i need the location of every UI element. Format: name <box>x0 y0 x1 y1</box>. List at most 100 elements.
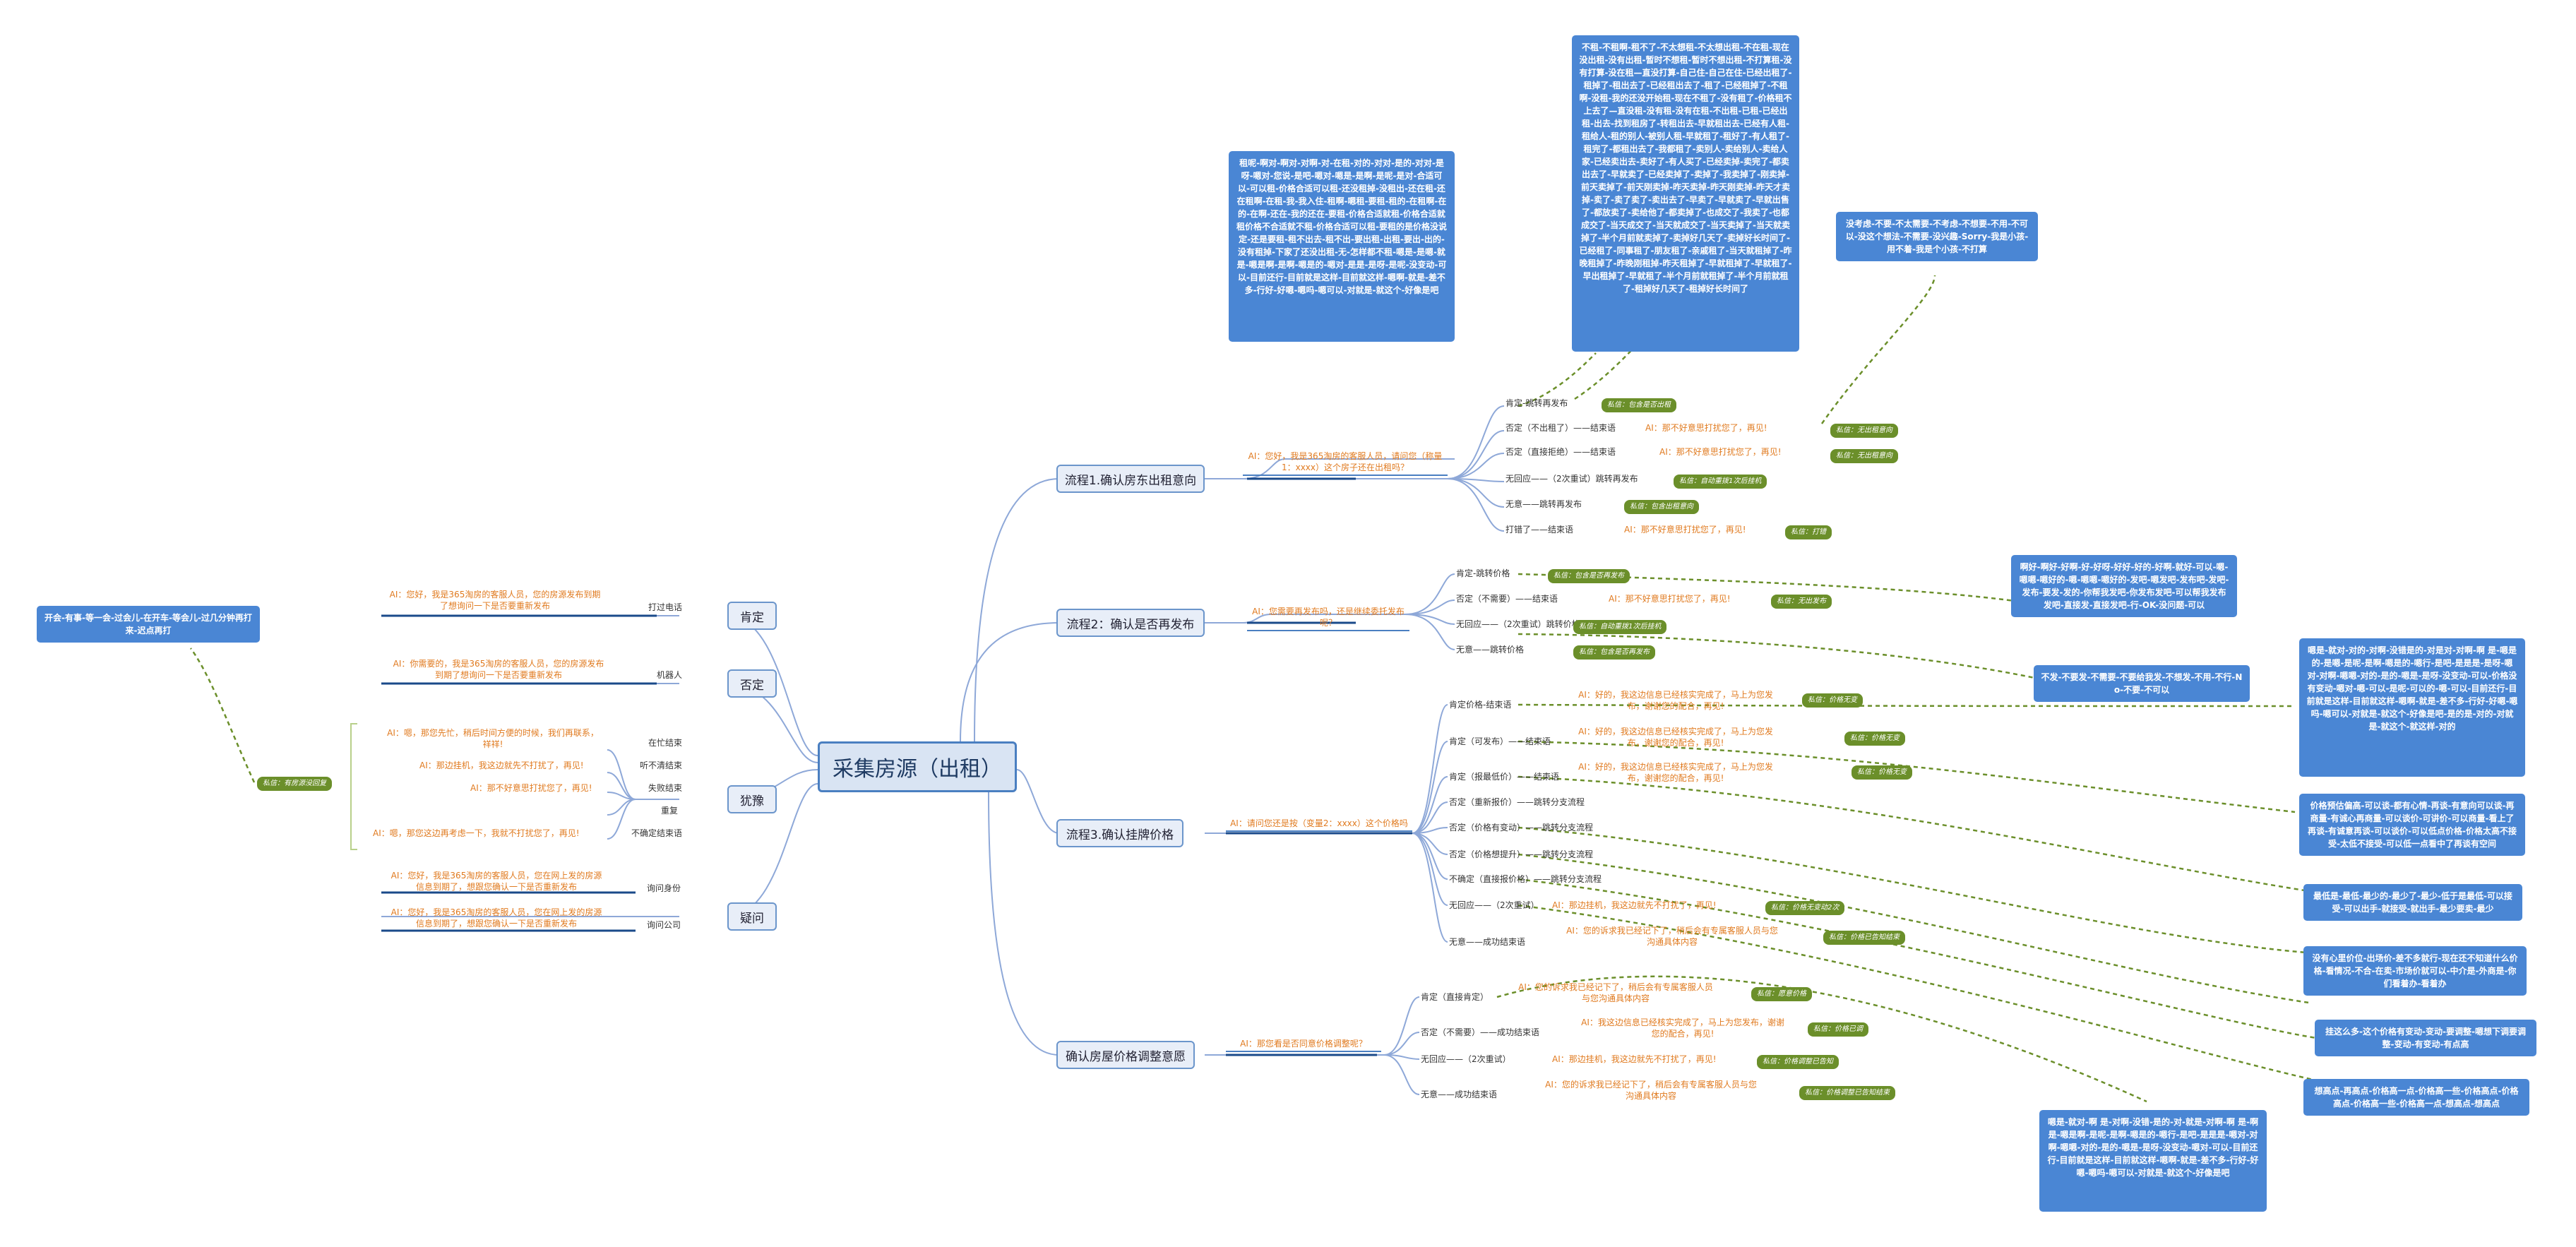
p2-tag: 私信：包含是否再发布 <box>1573 645 1655 660</box>
branch-process-3[interactable]: 流程3.确认挂牌价格 <box>1056 819 1183 847</box>
hesitate-item[interactable]: 在忙结束 <box>648 738 683 748</box>
p3-item[interactable]: 否定（价格想提升）——跳转分支流程 <box>1449 849 1594 859</box>
keywords-price-negotiable: 价格预估偏高-可以谈-都有心情-再谈-有意向可以谈-再商量-有诚心再商量-可以谈… <box>2299 794 2525 856</box>
p3-ai-reply: AI：好的，我这边信息已经核实完成了，马上为您发布，谢谢您的配合，再见! <box>1578 727 1773 748</box>
p3-tag: 私信：价格无变 <box>1802 693 1863 708</box>
branch-process-2[interactable]: 流程2：确认是否再发布 <box>1056 609 1205 637</box>
hesitate-ai: AI：那不好意思打扰您了，再见! <box>470 783 592 793</box>
question-item[interactable]: 询问身份 <box>647 883 681 893</box>
p3-ai-reply: AI：好的，我这边信息已经核实完成了，马上为您发布，谢谢您的配合，再见! <box>1578 690 1773 711</box>
hesitate-item[interactable]: 听不清结束 <box>640 760 683 770</box>
keywords-accept-adjust: 嗯是-就对-啊 是-对啊-没错-是的-对-就是-对啊-啊 是-啊 是-嗯是啊-是… <box>2039 1110 2267 1212</box>
p1-item[interactable]: 肯定-跳转再发布 <box>1505 398 1568 408</box>
keywords-rent-yes: 租呢-啊对-啊对-对啊-对-在租-对的-对对-是的-对对-是呀-嗯对-您说-是吧… <box>1229 151 1455 342</box>
p3-tag: 私信：价格已告知结束 <box>1823 931 1905 945</box>
p3-ai-reply: AI：那边挂机，我这边就先不打扰了，再见! <box>1552 900 1717 910</box>
p4-item[interactable]: 无意——成功结束语 <box>1421 1090 1498 1099</box>
hesitate-item[interactable]: 重复 <box>661 806 679 816</box>
branch-process-1[interactable]: 流程1.确认房东出租意向 <box>1056 465 1205 493</box>
p3-item[interactable]: 肯定（可发布）——结束语 <box>1449 736 1551 746</box>
p3-tag: 私信：价格无变动2次 <box>1765 901 1845 915</box>
p4-item[interactable]: 肯定（直接肯定） <box>1421 992 1489 1002</box>
hesitate-ai: AI：嗯，那您这边再考虑一下，我就不打扰您了，再见! <box>373 828 580 838</box>
keywords-rent-no: 不租-不租啊-租不了-不太想租-不太想出租-不在租-现在没出租-没有出租-暂时不… <box>1572 35 1799 352</box>
p2-tag: 私信：包含是否再发布 <box>1548 569 1630 583</box>
keywords-no-price: 没有心里价位-出场价-差不多就行-现在还不知道什么价格-看情况-不合-在卖-市场… <box>2303 946 2527 996</box>
affirm-ai: AI：您好，我是365淘房的客服人员，您的房源发布到期了想询问一下是否要重新发布 <box>389 590 601 611</box>
busy-keywords-bubble: 开会-有事-等一会-过会儿-在开车-等会儿-过几分钟再打来-迟点再打 <box>37 606 260 643</box>
p2-item[interactable]: 无意——跳转价格 <box>1456 645 1525 655</box>
question-item[interactable]: 询问公司 <box>647 920 681 930</box>
p1-ai-reply: AI：那不好意思打扰您了，再见! <box>1645 423 1767 433</box>
p1-item[interactable]: 打错了——结束语 <box>1505 525 1574 535</box>
affirm-label[interactable]: 打过电话 <box>648 602 683 612</box>
p3-ai-reply: AI：您的诉求我已经记下了，稍后会有专属客服人员与您沟通具体内容 <box>1566 926 1778 947</box>
p4-tag: 私信：价格调整已告知结束 <box>1799 1086 1895 1100</box>
p2-tag: 私信：无出发布 <box>1771 595 1832 609</box>
p4-ai-reply: AI：我这边信息已经核实完成了，马上为您发布，谢谢您的配合，再见! <box>1581 1018 1784 1039</box>
p1-ai-reply: AI：那不好意思打扰您了，再见! <box>1659 447 1782 457</box>
p3-item[interactable]: 否定（价格有变动）——跳转分支流程 <box>1449 823 1594 833</box>
keywords-lowest-price: 最低是-最低-最少的-最少了-最少-低于是最低-可以接受-可以出手-就接受-就出… <box>2303 884 2522 921</box>
p4-ai-reply: AI：您的诉求我已经记下了，稍后会有专属客服人员与您沟通具体内容 <box>1545 1080 1757 1101</box>
p3-item[interactable]: 无意——成功结束语 <box>1449 937 1526 947</box>
p1-tag: 私信：包含是否出租 <box>1602 398 1676 412</box>
p4-tag: 私信：价格调整已告知 <box>1757 1055 1839 1069</box>
branch-hesitate[interactable]: 犹豫 <box>727 785 777 813</box>
p1-item[interactable]: 无回应——（2次重试）跳转再发布 <box>1505 474 1638 484</box>
p4-item[interactable]: 无回应——（2次重试） <box>1421 1054 1511 1064</box>
p1-item[interactable]: 否定（直接拒绝）——结束语 <box>1505 447 1616 457</box>
p1-tag: 私信：无出租意向 <box>1830 424 1898 438</box>
p1-ai-prompt: AI：您好，我是365淘房的客服人员，请问您（称量1：xxxx）这个房子还在出租… <box>1243 451 1448 476</box>
p2-item[interactable]: 无回应——（2次重试）跳转价格 <box>1456 619 1580 629</box>
root-topic[interactable]: 采集房源（出租） <box>818 741 1017 792</box>
p2-item[interactable]: 肯定-跳转价格 <box>1456 568 1510 578</box>
p3-ai-reply: AI：好的，我这边信息已经核实完成了，马上为您发布，谢谢您的配合，再见! <box>1578 762 1773 783</box>
keywords-price-changed: 挂这么多-这个价格有变动-变动-要调整-嗯想下调要调整-变动-有变动-有点高 <box>2315 1020 2536 1056</box>
p4-ai-reply: AI：您的诉求我已经记下了，稍后会有专属客服人员与您沟通具体内容 <box>1518 982 1713 1003</box>
p2-ai-reply: AI：那不好意思打扰您了，再见! <box>1609 594 1731 604</box>
p3-item[interactable]: 否定（重新报价）——跳转分支流程 <box>1449 797 1585 807</box>
p3-tag: 私信：价格无变 <box>1844 732 1905 746</box>
p3-item[interactable]: 无回应——（2次重试） <box>1449 900 1539 910</box>
p4-tag: 私信：价格已调 <box>1808 1022 1868 1037</box>
deny-ai: AI：你需要的，我是365淘房的客服人员，您的房源发布到期了想询问一下是否要重新… <box>393 659 604 680</box>
hesitate-item[interactable]: 不确定结束语 <box>631 828 683 838</box>
keywords-publish-no: 不发-不要发-不需要-不要给我发-不想发-不用-不行-No-不要-不可以 <box>2034 665 2250 702</box>
hesitate-item[interactable]: 失败结束 <box>648 783 683 793</box>
deny-label[interactable]: 机器人 <box>657 670 683 680</box>
p1-item[interactable]: 否定（不出租了）——结束语 <box>1505 423 1616 433</box>
hesitate-ai: AI：嗯，那您先忙，稍后时间方便的时候，我们再联系，祥祥! <box>387 728 599 749</box>
p2-ai-prompt: AI：您需要再发布吗，还是继续委托发布呢？ <box>1247 606 1409 631</box>
hesitate-brace <box>350 723 357 850</box>
branch-question[interactable]: 疑问 <box>727 902 777 931</box>
keywords-price-higher: 想高点-再高点-价格高一点-价格高一些-价格高点-价格高点-价格高一些-价格高一… <box>2303 1079 2529 1116</box>
keywords-not-interested: 没考虑-不要-不太需要-不考虑-不想要-不用-不可以-没这个想法-不需要-没兴趣… <box>1836 212 2038 261</box>
p1-tag: 私信：无出租意向 <box>1830 449 1898 463</box>
hesitate-ai: AI：那边挂机，我这边就先不打扰了，再见! <box>419 760 584 770</box>
hesitate-tag: 私信：有房源没回复 <box>257 777 332 791</box>
p3-item[interactable]: 不确定（直接报价格）——跳转分支流程 <box>1449 874 1602 884</box>
p4-ai-reply: AI：那边挂机，我这边就先不打扰了，再见! <box>1552 1054 1717 1064</box>
branch-deny[interactable]: 否定 <box>727 669 777 698</box>
branch-affirm[interactable]: 肯定 <box>727 602 777 630</box>
p1-tag: 私信：打错 <box>1785 525 1832 539</box>
keywords-publish-yes: 啊好-啊好-好啊-好-好呀-好好-好的-好啊-就好-可以-嗯-嗯嗯-嗯好的-嗯-… <box>2011 555 2237 617</box>
p2-item[interactable]: 否定（不需要）——结束语 <box>1456 594 1558 604</box>
p4-tag: 私信：愿意价格 <box>1751 987 1812 1001</box>
keywords-price-same: 嗯是-就对-对的-对啊-没错是的-对是对-对啊-啊 是-嗯是的-是嗯-是呢-是啊… <box>2299 638 2525 777</box>
p3-item[interactable]: 肯定（报最低价）——结束语 <box>1449 772 1560 782</box>
p3-tag: 私信：价格无变 <box>1852 765 1912 780</box>
branch-process-4[interactable]: 确认房屋价格调整意愿 <box>1056 1041 1195 1069</box>
question-ai: AI：您好，我是365淘房的客服人员，您在网上发的房源信息到期了，想跟您确认一下… <box>390 871 602 892</box>
p1-item[interactable]: 无意——跳转再发布 <box>1505 499 1582 509</box>
p3-item[interactable]: 肯定价格-结束语 <box>1449 700 1512 710</box>
question-ai: AI：您好，我是365淘房的客服人员，您在网上发的房源信息到期了，想跟您确认一下… <box>390 907 602 929</box>
p1-tag: 私信：自动重拨1次后挂机 <box>1674 475 1767 489</box>
p2-tag: 私信：自动重拨1次后挂机 <box>1573 620 1667 634</box>
p4-ai-prompt: AI：那您看是否同意价格调整呢？ <box>1226 1038 1381 1052</box>
p1-tag: 私信：包含出租意向 <box>1624 500 1699 514</box>
p4-item[interactable]: 否定（不需要）——成功结束语 <box>1421 1027 1540 1037</box>
p3-ai-prompt: AI：请问您还是按（变量2：xxxx）这个价格吗 <box>1226 818 1412 832</box>
